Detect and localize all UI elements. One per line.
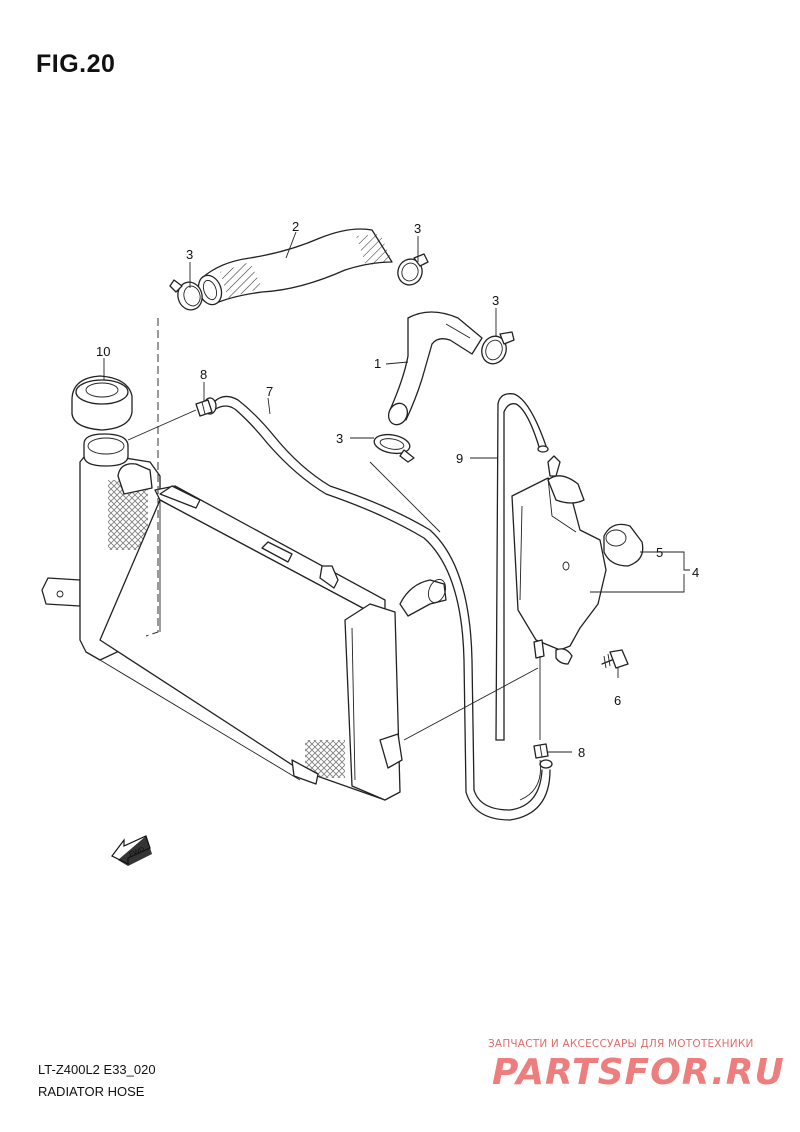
callout-1: 1 — [374, 356, 381, 371]
callout-2: 2 — [292, 219, 299, 234]
hose-clip — [533, 743, 549, 759]
callout-4: 4 — [692, 565, 699, 580]
reservoir-tank — [511, 455, 607, 665]
radiator-cap — [71, 375, 133, 431]
hidden-connection-line — [145, 318, 159, 637]
hose-clamp — [373, 433, 415, 463]
callout-9: 9 — [456, 451, 463, 466]
figure-code: LT-Z400L2 E33_020 — [38, 1062, 156, 1077]
radiator — [41, 433, 447, 801]
figure-title: FIG.20 — [36, 50, 116, 78]
hose-clamp — [397, 253, 429, 286]
mounting-bolt — [601, 649, 629, 669]
leader-lines — [103, 231, 690, 801]
watermark-logo: PARTSFOR.RU — [492, 1052, 785, 1093]
callout-3: 3 — [336, 431, 343, 446]
reservoir-cap — [603, 523, 644, 567]
callout-8: 8 — [200, 367, 207, 382]
callout-3: 3 — [492, 293, 499, 308]
callout-6: 6 — [614, 693, 621, 708]
callout-8: 8 — [578, 745, 585, 760]
callout-3: 3 — [186, 247, 193, 262]
lower-radiator-hose — [387, 311, 483, 426]
callout-3: 3 — [414, 221, 421, 236]
callout-5: 5 — [656, 545, 663, 560]
forward-direction-arrow: FWD — [111, 835, 152, 866]
callout-10: 10 — [96, 344, 110, 359]
figure-name: RADIATOR HOSE — [38, 1084, 145, 1099]
hose-end — [539, 759, 553, 769]
hose-clamp — [169, 279, 203, 311]
callout-7: 7 — [266, 384, 273, 399]
reservoir-hose — [495, 393, 549, 741]
watermark-tagline: ЗАПЧАСТИ И АКСЕССУАРЫ ДЛЯ МОТОТЕХНИКИ — [488, 1038, 754, 1050]
upper-radiator-hose — [197, 228, 393, 306]
hose-clamp — [481, 331, 515, 365]
